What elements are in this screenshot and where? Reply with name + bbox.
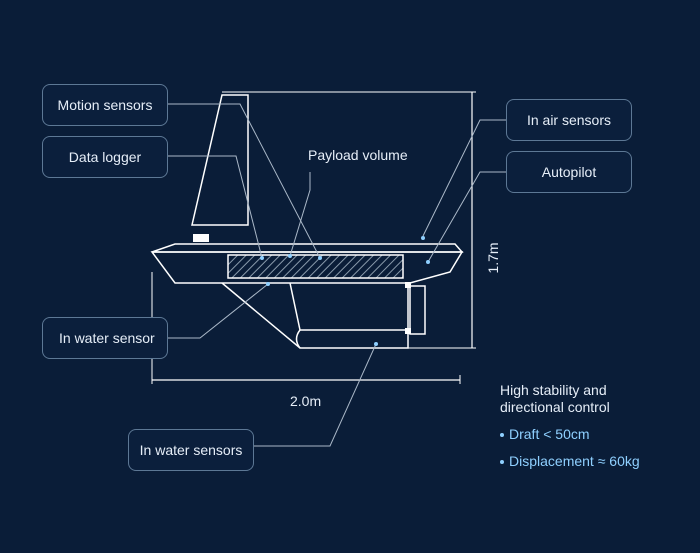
rudder-pin-bottom	[405, 328, 411, 334]
notes-item: Draft < 50cm	[500, 426, 690, 443]
sensor-dot-logger	[260, 256, 264, 260]
sensor-dot-in-air	[421, 236, 425, 240]
leader-in-water-sensor	[168, 283, 269, 339]
sensor-dot-payload	[288, 254, 292, 258]
sensor-dot-autopilot	[426, 260, 430, 264]
notes-block: High stability and directional control D…	[500, 382, 690, 480]
sensor-dot-in-water	[266, 282, 270, 286]
leader-motion-sensors	[168, 103, 321, 259]
notes-heading-line2: directional control	[500, 399, 610, 415]
sail-base	[193, 234, 209, 242]
callout-in-water-sensors-label: In water sensors	[139, 442, 243, 458]
leader-in-air	[422, 119, 506, 237]
hull-deck	[151, 243, 464, 253]
bullet-icon	[500, 459, 504, 464]
rudder-pin-top	[405, 282, 411, 288]
payload-volume	[227, 254, 404, 279]
leader-autopilot	[427, 171, 506, 263]
callout-in-water-sensor-label: In water sensor	[59, 330, 155, 346]
callout-in-water-sensors: In water sensors	[128, 429, 254, 471]
leader-data-logger	[168, 155, 263, 259]
sensor-dots	[260, 236, 430, 346]
rudder	[409, 285, 426, 335]
sensor-dot-in-water-lower	[374, 342, 378, 346]
callout-in-water-sensor: In water sensor	[42, 317, 168, 359]
callout-in-air-sensors: In air sensors	[506, 99, 632, 141]
payload-volume-label: Payload volume	[308, 147, 408, 163]
keel-bulb	[295, 329, 301, 349]
height-dimension-label: 1.7m	[485, 242, 501, 274]
callout-autopilot-label: Autopilot	[541, 164, 597, 180]
callout-data-logger: Data logger	[42, 136, 168, 178]
sail	[191, 94, 249, 226]
notes-item-text: Draft < 50cm	[509, 426, 590, 442]
callout-data-logger-label: Data logger	[68, 149, 142, 165]
sensor-dot-motion	[318, 256, 322, 260]
keel-fin	[221, 282, 409, 349]
callout-motion-sensors: Motion sensors	[42, 84, 168, 126]
notes-item-text: Displacement ≈ 60kg	[509, 453, 640, 469]
leader-lines	[168, 103, 506, 447]
notes-list: Draft < 50cm Displacement ≈ 60kg	[500, 426, 690, 470]
callout-in-air-sensors-label: In air sensors	[526, 112, 612, 128]
notes-item: Displacement ≈ 60kg	[500, 453, 690, 470]
bullet-icon	[500, 432, 504, 437]
leader-in-water-sensors	[254, 343, 377, 447]
callout-autopilot: Autopilot	[506, 151, 632, 193]
notes-heading-line1: High stability and	[500, 382, 607, 398]
hull-body	[150, 251, 464, 284]
length-dimension-label: 2.0m	[290, 393, 322, 409]
leader-payload	[289, 172, 311, 257]
callout-motion-sensors-label: Motion sensors	[57, 97, 153, 113]
